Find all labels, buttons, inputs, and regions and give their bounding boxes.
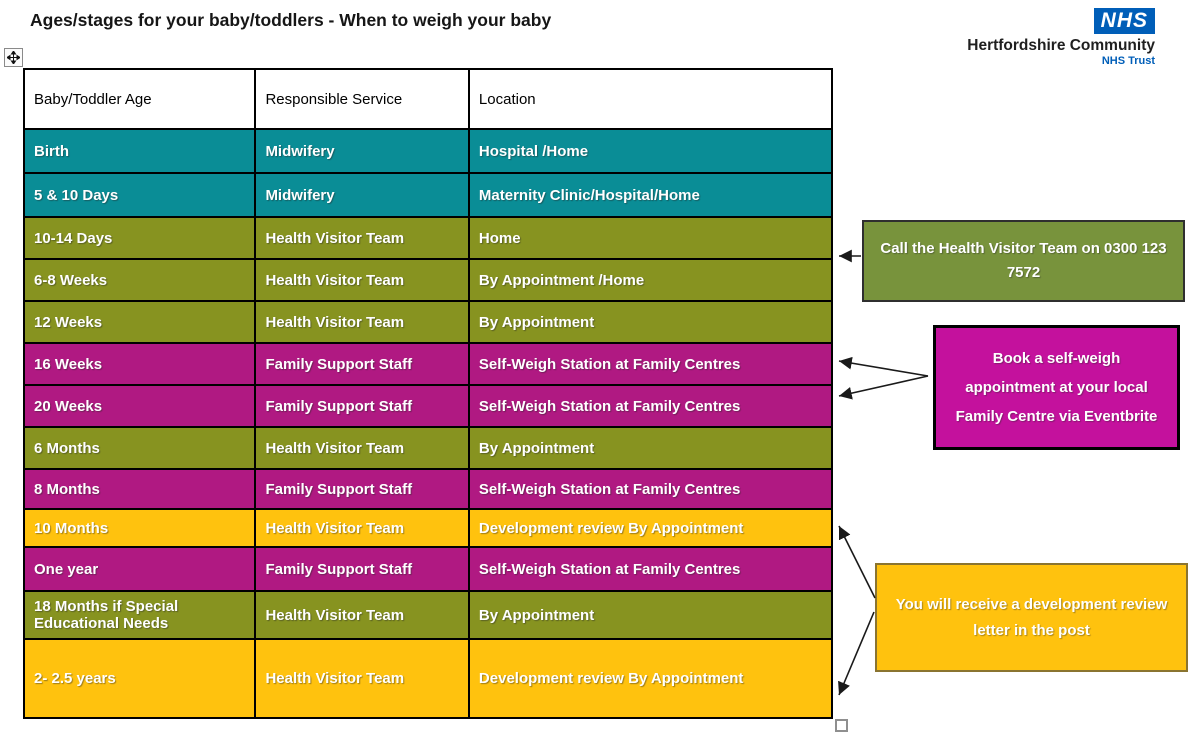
location-cell: By Appointment: [468, 591, 832, 639]
table-resize-handle[interactable]: [835, 719, 848, 732]
service-cell: Family Support Staff: [255, 469, 469, 509]
location-cell: Self-Weigh Station at Family Centres: [468, 547, 832, 591]
service-cell: Health Visitor Team: [255, 639, 469, 718]
age-cell: 10-14 Days: [24, 217, 256, 259]
table-move-handle-icon[interactable]: [4, 48, 23, 67]
table-row: 16 Weeks Family Support Staff Self-Weigh…: [24, 343, 832, 385]
service-cell: Family Support Staff: [255, 343, 469, 385]
location-cell: Self-Weigh Station at Family Centres: [468, 343, 832, 385]
page-title: Ages/stages for your baby/toddlers - Whe…: [30, 10, 552, 30]
table-row: 2- 2.5 years Health Visitor Team Develop…: [24, 639, 832, 718]
location-cell: Maternity Clinic/Hospital/Home: [468, 173, 832, 217]
location-cell: Home: [468, 217, 832, 259]
age-cell: 12 Weeks: [24, 301, 256, 343]
service-cell: Family Support Staff: [255, 385, 469, 427]
table-row: 6 Months Health Visitor Team By Appointm…: [24, 427, 832, 469]
age-cell: One year: [24, 547, 256, 591]
table-row: 10 Months Health Visitor Team Developmen…: [24, 509, 832, 547]
ages-stages-table: Baby/Toddler Age Responsible Service Loc…: [23, 68, 833, 719]
table-row: Birth Midwifery Hospital /Home: [24, 129, 832, 173]
table-row: 8 Months Family Support Staff Self-Weigh…: [24, 469, 832, 509]
service-cell: Midwifery: [255, 129, 469, 173]
location-cell: Development review By Appointment: [468, 639, 832, 718]
age-cell: 5 & 10 Days: [24, 173, 256, 217]
service-cell: Health Visitor Team: [255, 591, 469, 639]
move-arrows-icon: [7, 51, 20, 64]
arrow-self-weigh-16w: [838, 356, 929, 377]
service-cell: Family Support Staff: [255, 547, 469, 591]
age-cell: 18 Months if Special Educational Needs: [24, 591, 256, 639]
age-cell: 20 Weeks: [24, 385, 256, 427]
age-cell: 2- 2.5 years: [24, 639, 256, 718]
age-cell: 6-8 Weeks: [24, 259, 256, 301]
table-row: 5 & 10 Days Midwifery Maternity Clinic/H…: [24, 173, 832, 217]
service-cell: Health Visitor Team: [255, 509, 469, 547]
table-row: 12 Weeks Health Visitor Team By Appointm…: [24, 301, 832, 343]
location-cell: Hospital /Home: [468, 129, 832, 173]
table-row: 20 Weeks Family Support Staff Self-Weigh…: [24, 385, 832, 427]
location-cell: Self-Weigh Station at Family Centres: [468, 385, 832, 427]
table-row: 6-8 Weeks Health Visitor Team By Appoint…: [24, 259, 832, 301]
location-cell: Development review By Appointment: [468, 509, 832, 547]
age-cell: 6 Months: [24, 427, 256, 469]
service-cell: Health Visitor Team: [255, 217, 469, 259]
table-row: 18 Months if Special Educational Needs H…: [24, 591, 832, 639]
service-cell: Health Visitor Team: [255, 427, 469, 469]
service-cell: Health Visitor Team: [255, 259, 469, 301]
callout-self-weigh: Book a self-weigh appointment at your lo…: [933, 325, 1180, 450]
callout-health-visitor: Call the Health Visitor Team on 0300 123…: [862, 220, 1185, 302]
location-cell: Self-Weigh Station at Family Centres: [468, 469, 832, 509]
age-cell: Birth: [24, 129, 256, 173]
service-cell: Midwifery: [255, 173, 469, 217]
nhs-logo-icon: NHS: [1093, 8, 1155, 34]
arrow-self-weigh-20w: [838, 375, 929, 400]
age-cell: 16 Weeks: [24, 343, 256, 385]
header-service: Responsible Service: [255, 69, 469, 129]
nhs-logo: NHS Hertfordshire Community NHS Trust: [967, 8, 1155, 67]
age-cell: 10 Months: [24, 509, 256, 547]
header-age: Baby/Toddler Age: [24, 69, 256, 129]
arrow-review-10m: [838, 525, 876, 599]
location-cell: By Appointment /Home: [468, 259, 832, 301]
callout-development-review: You will receive a development review le…: [875, 563, 1188, 672]
logo-trust: NHS Trust: [1101, 54, 1155, 67]
service-cell: Health Visitor Team: [255, 301, 469, 343]
arrow-review-2y: [838, 611, 875, 696]
table-row: One year Family Support Staff Self-Weigh…: [24, 547, 832, 591]
table-row: 10-14 Days Health Visitor Team Home: [24, 217, 832, 259]
age-cell: 8 Months: [24, 469, 256, 509]
location-cell: By Appointment: [468, 301, 832, 343]
table-header-row: Baby/Toddler Age Responsible Service Loc…: [24, 69, 832, 129]
header-location: Location: [468, 69, 832, 129]
logo-organisation: Hertfordshire Community: [967, 37, 1155, 54]
location-cell: By Appointment: [468, 427, 832, 469]
